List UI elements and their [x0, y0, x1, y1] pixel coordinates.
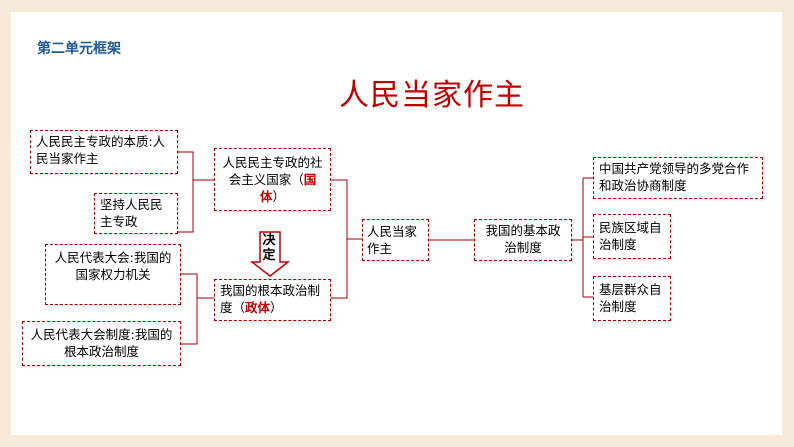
decide-label: 决定	[262, 233, 276, 263]
page-title: 人民当家作主	[339, 78, 525, 113]
decide-arrow	[249, 231, 291, 277]
bracket-essence-adhere	[178, 151, 194, 233]
bracket-to-center	[331, 179, 348, 299]
state-nature-emph: 国体	[259, 172, 317, 204]
node-ethnic: 民族区域自治制度	[593, 214, 671, 259]
state-nature-close: ）	[272, 189, 286, 204]
node-npc-system: 人民代表大会制度:我国的根本政治制度	[22, 321, 181, 366]
node-npc-organ: 人民代表大会:我国的国家权力机关	[45, 244, 181, 305]
node-state-nature: 人民民主专政的社会主义国家（国体）	[214, 148, 331, 211]
node-root-system: 我国的根本政治制度（政体）	[214, 279, 331, 321]
node-basic-system: 我国的基本政治制度	[474, 219, 572, 261]
root-system-close: ）	[270, 300, 283, 315]
root-system-emph: 政体	[245, 300, 271, 315]
section-label: 第二单元框架	[37, 41, 121, 57]
node-adhere: 坚持人民民主专政	[94, 193, 178, 234]
bracket-npc	[181, 273, 198, 345]
node-essence: 人民民主专政的本质:人民当家作主	[30, 130, 178, 174]
node-cpc-coop: 中国共产党领导的多党合作和政治协商制度	[593, 157, 763, 199]
node-grassroots: 基层群众自治制度	[593, 276, 671, 321]
node-center: 人民当家作主	[362, 219, 429, 261]
state-nature-text: 人民民主专政的社会主义国家（	[222, 155, 323, 187]
root-system-text: 我国的根本政治制度（	[220, 283, 321, 315]
